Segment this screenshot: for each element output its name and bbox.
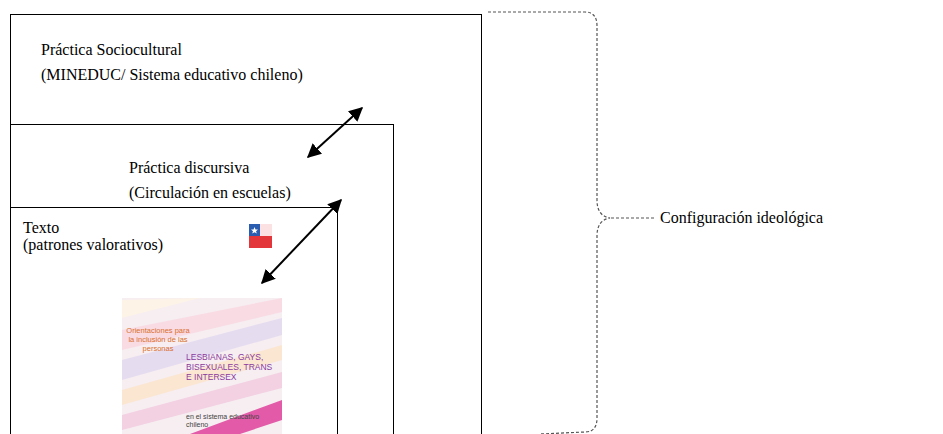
box-heading: Práctica discursiva	[129, 155, 291, 180]
chile-flag-icon	[249, 224, 272, 248]
frame-box: Práctica discursiva(Circulación en escue…	[10, 124, 394, 434]
curly-brace	[488, 12, 655, 434]
book-cover	[122, 298, 282, 434]
box-subheading: (Circulación en escuelas)	[129, 180, 291, 205]
frame-box: Texto(patrones valorativos)	[10, 207, 338, 434]
box-text: Texto(patrones valorativos)	[23, 219, 163, 253]
box-text: Práctica Sociocultural(MINEDUC/ Sistema …	[41, 37, 303, 87]
box-heading: Texto	[23, 219, 163, 236]
box-subheading: (MINEDUC/ Sistema educativo chileno)	[41, 62, 303, 87]
double-arrow	[308, 108, 362, 157]
cover-text: en el sistema educativo chileno	[186, 413, 280, 428]
cover-text: Orientaciones para la inclusión de las p…	[126, 326, 190, 353]
double-arrow	[262, 200, 341, 283]
cover-text: LESBIANAS, GAYS, BISEXUALES, TRANS E INT…	[186, 352, 280, 383]
bracket-label: Configuración ideológica	[660, 208, 823, 227]
box-subheading: (patrones valorativos)	[23, 236, 163, 253]
box-text: Práctica discursiva(Circulación en escue…	[129, 155, 291, 205]
box-heading: Práctica Sociocultural	[41, 37, 303, 62]
